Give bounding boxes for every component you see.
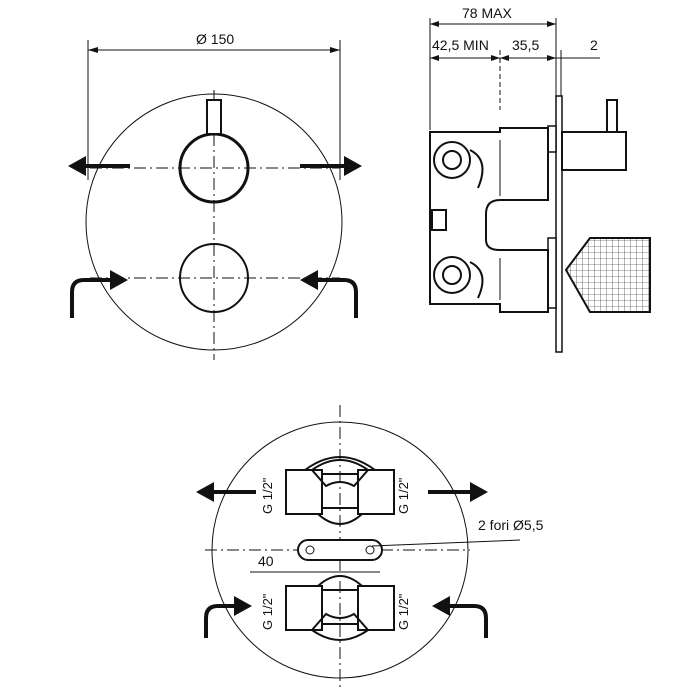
wall-plate — [555, 95, 563, 353]
thread-label-lr: G 1/2" — [396, 593, 411, 630]
cartridge-screw — [431, 209, 447, 231]
side-view: 78 MAX 42,5 MIN 35,5 2 — [429, 5, 651, 353]
rear-arrow-right-icon — [470, 482, 488, 502]
mounting-bar — [297, 539, 383, 561]
diameter-label: Ø 150 — [196, 31, 234, 47]
min-depth-label: 42,5 MIN — [432, 37, 489, 53]
lower-knob — [179, 243, 249, 313]
valve-body — [429, 127, 549, 313]
thread-label-ll: G 1/2" — [260, 593, 275, 630]
rear-inlet-right-icon — [432, 596, 450, 616]
thread-label-ul: G 1/2" — [260, 477, 275, 514]
inlet-arrow-left-icon — [110, 270, 128, 290]
upper-connection — [433, 141, 471, 179]
lower-connection — [433, 256, 471, 294]
upper-handle — [561, 131, 627, 171]
front-view: Ø 150 — [68, 31, 362, 360]
holes-label: 2 fori Ø5,5 — [478, 517, 544, 533]
holes-leader — [371, 539, 521, 547]
arrow-left-icon — [68, 156, 86, 176]
max-depth-label: 78 MAX — [462, 5, 512, 21]
rear-arrow-left-icon — [196, 482, 214, 502]
mid-depth-label: 35,5 — [512, 37, 539, 53]
upper-lever — [606, 99, 618, 133]
plate-thickness-label: 2 — [590, 37, 598, 53]
rear-inlet-left-icon — [234, 596, 252, 616]
rear-view: G 1/2" G 1/2" G 1/2" G 1/2" 2 fori Ø5,5 … — [196, 405, 544, 690]
arrow-right-icon — [344, 156, 362, 176]
flow-arrows-front — [68, 156, 362, 318]
spacing-label: 40 — [258, 553, 274, 569]
lever-stem — [206, 99, 222, 135]
thread-label-ur: G 1/2" — [396, 477, 411, 514]
flow-arrows-rear — [196, 482, 488, 638]
inlet-arrow-right-icon — [300, 270, 318, 290]
upper-body-rear — [285, 456, 395, 525]
knurled-handle — [564, 237, 651, 313]
lower-body-rear — [285, 575, 395, 641]
